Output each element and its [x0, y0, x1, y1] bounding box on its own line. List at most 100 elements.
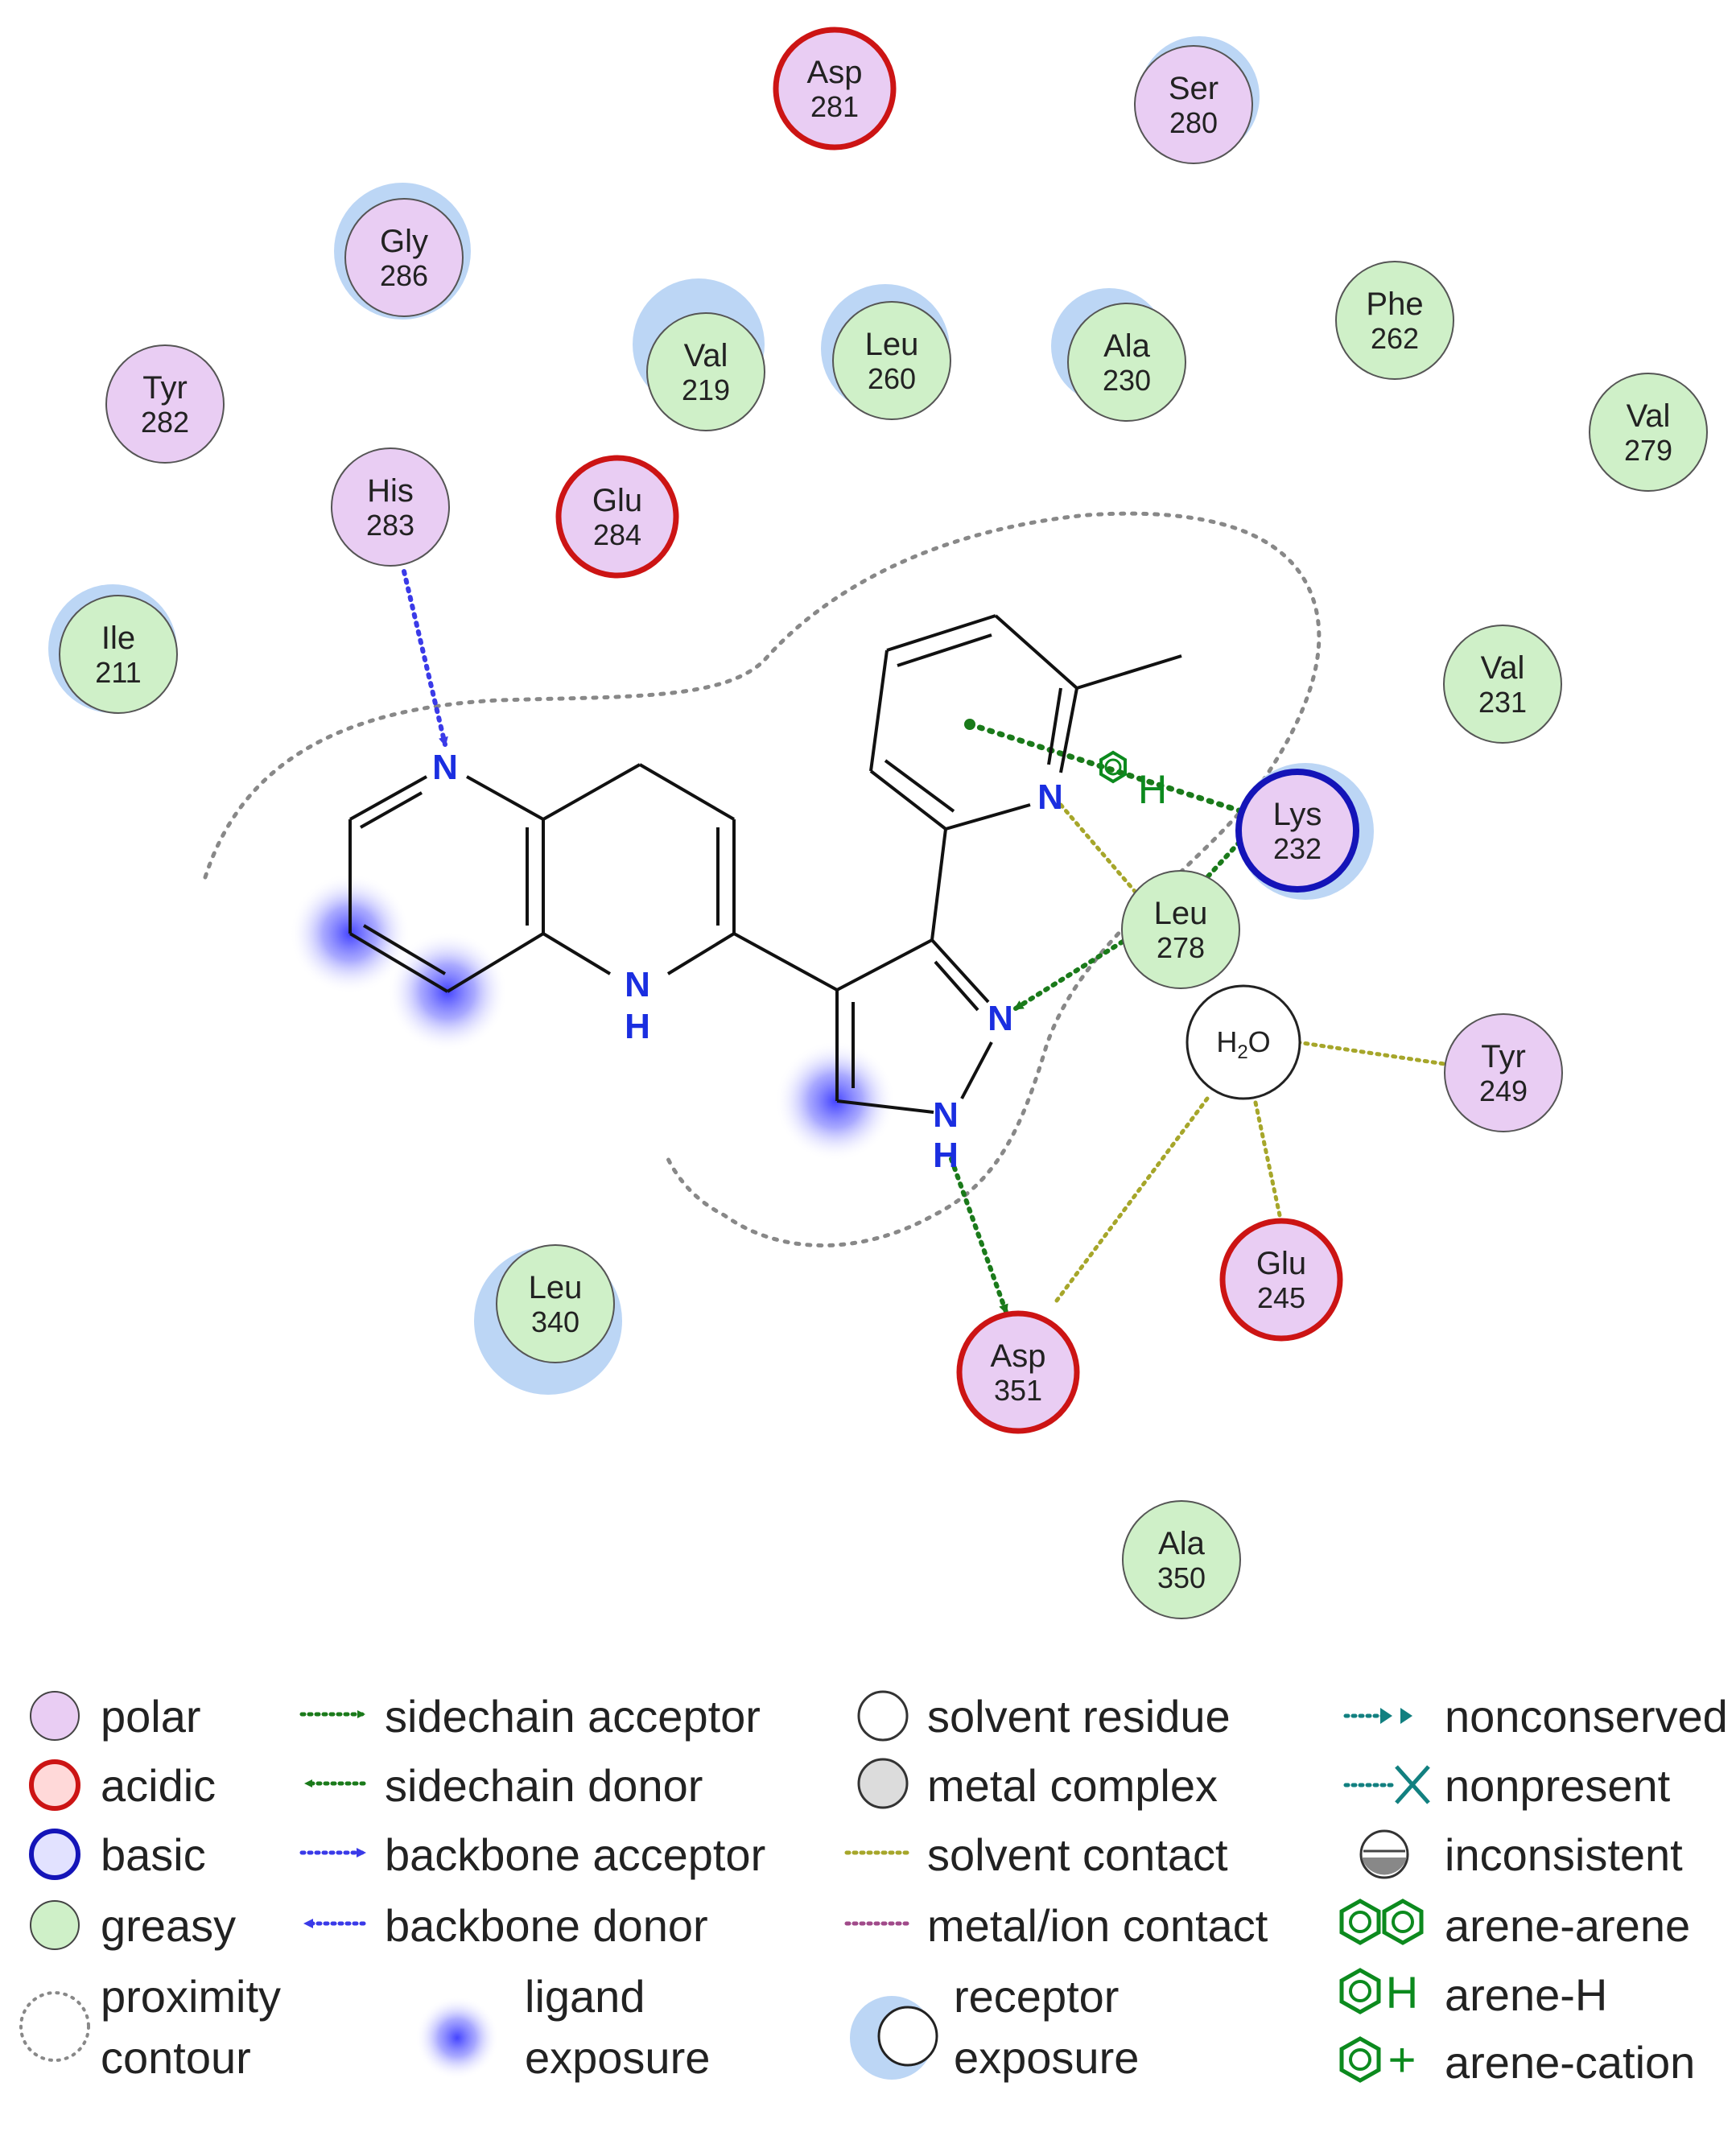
- legend-receptor-exposure-label: exposure: [954, 2032, 1139, 2083]
- legend-metal-complex-swatch: [857, 1758, 909, 1809]
- solvent-contact-h2o-glu245: [1253, 1100, 1282, 1218]
- svg-text:Val: Val: [684, 338, 728, 373]
- legend-solvent-residue-label: solvent residue: [927, 1691, 1231, 1742]
- legend-arene-cation-glyph: +: [1388, 2033, 1416, 2087]
- svg-text:245: 245: [1257, 1281, 1305, 1314]
- svg-text:Leu: Leu: [529, 1270, 583, 1305]
- atom-nh-h: H: [625, 1007, 650, 1046]
- atom-nh-n: N: [625, 965, 650, 1004]
- legend-proximity-label: proximity: [101, 1971, 281, 2022]
- svg-text:Ala: Ala: [1158, 1526, 1206, 1561]
- svg-text:281: 281: [810, 90, 859, 123]
- legend-solvent-contact-label: solvent contact: [927, 1829, 1228, 1880]
- legend-receptor-exposure-swatch: [877, 2006, 938, 2067]
- legend-arene-arene-label: arene-arene: [1445, 1900, 1690, 1951]
- legend-inconsistent-label: inconsistent: [1445, 1829, 1683, 1880]
- svg-text:Leu: Leu: [865, 327, 919, 362]
- svg-text:H2O: H2O: [1216, 1025, 1270, 1063]
- atom-n-naphthyridine: N: [432, 748, 458, 787]
- svg-text:Val: Val: [1627, 398, 1671, 434]
- receptor-exposure-halos: [48, 36, 1374, 1395]
- interactions: [402, 569, 1447, 1314]
- legend-metal-contact-label: metal/ion contact: [927, 1900, 1268, 1951]
- legend-backbone-donor-label: backbone donor: [385, 1900, 708, 1951]
- legend-col-solvent: solvent residue metal complex solvent co…: [844, 1690, 1268, 2083]
- solvent-contact-h2o-tyr249: [1295, 1040, 1447, 1066]
- proximity-contour: [203, 511, 1322, 1247]
- ligand-atoms: N N H N N N H: [432, 748, 1063, 1175]
- svg-text:Ala: Ala: [1103, 328, 1151, 364]
- svg-text:Gly: Gly: [380, 224, 428, 259]
- atom-n-pyrazole-2: N: [988, 999, 1013, 1038]
- legend-receptor-label: receptor: [954, 1971, 1119, 2022]
- svg-text:Ile: Ile: [101, 621, 135, 656]
- svg-text:280: 280: [1169, 106, 1218, 139]
- svg-text:Val: Val: [1481, 650, 1525, 686]
- svg-text:282: 282: [141, 406, 189, 439]
- legend-basic-swatch: [29, 1829, 80, 1880]
- legend-col-residue-types: polar acidic basic greasy proximity cont…: [19, 1691, 281, 2083]
- svg-text:Tyr: Tyr: [1481, 1039, 1526, 1074]
- svg-text:Glu: Glu: [592, 483, 642, 518]
- svg-text:350: 350: [1157, 1561, 1206, 1594]
- svg-text:Glu: Glu: [1256, 1246, 1306, 1281]
- svg-text:279: 279: [1624, 434, 1672, 467]
- legend-backbone-acceptor-label: backbone acceptor: [385, 1829, 765, 1880]
- legend-contour-swatch: [19, 1991, 90, 2062]
- leu278-sidechain-donor: [1013, 939, 1125, 1011]
- svg-text:351: 351: [994, 1374, 1042, 1407]
- nh-to-asp351-acceptor: [949, 1157, 1008, 1314]
- solvent-contact-h2o-asp351: [1052, 1096, 1210, 1306]
- svg-text:211: 211: [95, 656, 141, 689]
- legend-greasy-label: greasy: [101, 1900, 236, 1951]
- legend-nonpresent-label: nonpresent: [1445, 1760, 1671, 1811]
- svg-text:284: 284: [593, 518, 641, 551]
- svg-text:249: 249: [1479, 1074, 1528, 1107]
- water-h: H: [1216, 1025, 1237, 1058]
- svg-text:260: 260: [868, 362, 916, 395]
- svg-text:230: 230: [1103, 364, 1151, 397]
- svg-text:340: 340: [531, 1305, 579, 1338]
- legend-ligand-label: ligand: [525, 1971, 645, 2022]
- svg-text:262: 262: [1371, 322, 1419, 355]
- arene-h-symbol: H: [1099, 750, 1167, 812]
- svg-text:Ser: Ser: [1169, 71, 1218, 106]
- svg-text:283: 283: [366, 509, 414, 542]
- arene-h-label: H: [1138, 767, 1167, 812]
- legend-ligand-exposure-swatch: [415, 1996, 499, 2080]
- legend-greasy-swatch: [30, 1900, 80, 1950]
- legend-basic-label: basic: [101, 1829, 206, 1880]
- water-o: O: [1248, 1025, 1271, 1058]
- solvent-contact-pyrN-leu: [1058, 802, 1149, 908]
- water-sub: 2: [1237, 1041, 1247, 1063]
- svg-text:Tyr: Tyr: [142, 370, 188, 406]
- legend-polar-swatch: [30, 1691, 80, 1741]
- legend-sidechain-acceptor-label: sidechain acceptor: [385, 1691, 761, 1742]
- ligand-exposure-blobs: [290, 873, 896, 1161]
- atom-n-pyrazole-1: N: [933, 1095, 959, 1135]
- svg-text:232: 232: [1273, 832, 1322, 865]
- svg-text:Asp: Asp: [807, 55, 863, 90]
- legend-acidic-swatch: [29, 1759, 80, 1811]
- legend-acidic-label: acidic: [101, 1760, 216, 1811]
- legend-col-hbonds: sidechain acceptor sidechain donor backb…: [299, 1691, 765, 2083]
- legend-metal-complex-label: metal complex: [927, 1760, 1218, 1811]
- legend-arene-h-label: arene-H: [1445, 1969, 1607, 2020]
- svg-text:286: 286: [380, 259, 428, 292]
